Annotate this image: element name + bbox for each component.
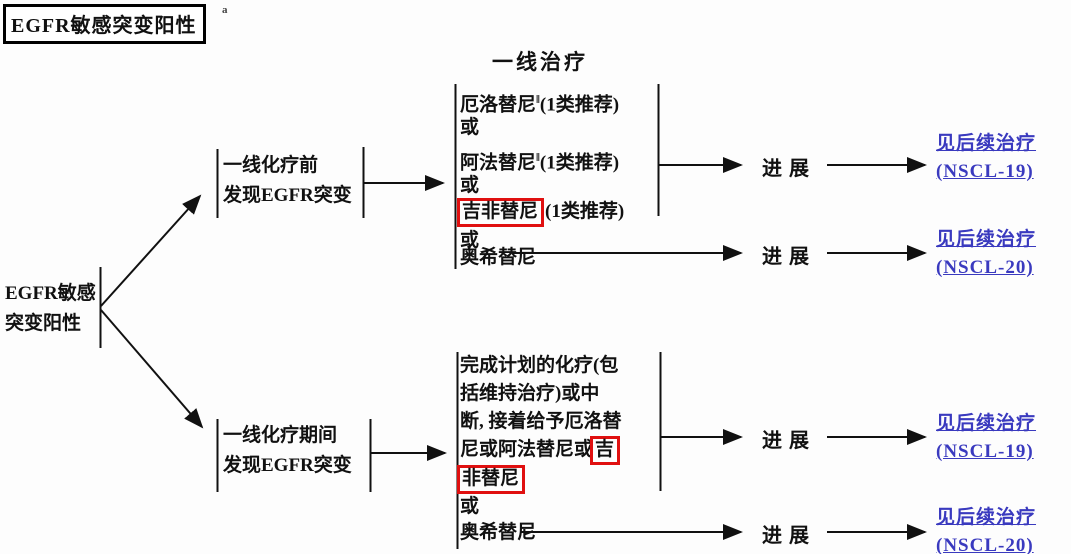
lower-branch-line2: 发现EGFR突变 [223,455,352,476]
lower-para-line4: 尼或阿法替尼或吉 [460,436,621,465]
gefitinib-highlight-box-part1: 吉 [590,436,621,465]
link-nscl-19-upper[interactable]: 见后续治疗 (NSCL-19) [936,130,1036,186]
option-erlotinib: 厄洛替尼‖(1类推荐) [460,87,619,117]
lower-para-line1: 完成计划的化疗(包 [460,355,619,376]
or-separator-3: 或 [460,230,480,251]
drug-erlotinib: 厄洛替尼 [460,94,537,116]
drug-gefitinib-char1: 吉 [595,439,615,460]
gefitinib-highlight-box: 吉非替尼 [457,198,545,227]
progression-label-2: 进展 [762,246,816,268]
lower-para-line4-text: 尼或阿法替尼或 [460,439,594,460]
link-page-ref[interactable]: (NSCL-19) [936,441,1034,462]
link-nscl-19-lower[interactable]: 见后续治疗 (NSCL-19) [936,410,1036,466]
link-page-ref[interactable]: (NSCL-20) [936,535,1034,554]
root-node-line2: 突变阳性 [5,313,82,334]
option-osimertinib-lower: 奥希替尼 [460,522,537,543]
progression-label-1: 进展 [762,158,816,180]
afatinib-category: (1类推荐) [539,152,620,174]
link-text[interactable]: 见后续治疗 [936,413,1037,434]
lower-branch-node: 一线化疗期间 发现EGFR突变 [223,421,352,481]
root-node-label: EGFR敏感 突变阳性 [5,279,96,339]
link-text[interactable]: 见后续治疗 [936,507,1037,528]
or-separator-4: 或 [460,496,480,517]
page-title: EGFR敏感突变阳性 [11,15,197,37]
link-nscl-20-lower[interactable]: 见后续治疗 (NSCL-20) [936,504,1036,554]
drug-afatinib: 阿法替尼 [460,152,537,174]
erlotinib-footnote: ‖ [536,92,540,106]
lower-para-line2: 括维持治疗)或中 [460,383,600,404]
drug-gefitinib: 吉非替尼 [462,201,539,222]
first-line-treatment-heading: 一线治疗 [492,50,588,74]
option-gefitinib: 吉非替尼 (1类推荐) [457,198,625,227]
title-footnote-marker: a [222,4,228,16]
afatinib-footnote: ‖ [536,150,540,164]
upper-branch-line1: 一线化疗前 [223,155,319,176]
or-separator-2: 或 [460,175,480,196]
progression-label-4: 进展 [762,525,816,547]
link-nscl-20-upper[interactable]: 见后续治疗 (NSCL-20) [936,226,1036,282]
erlotinib-category: (1类推荐) [539,94,620,116]
option-afatinib: 阿法替尼‖(1类推荐) [460,145,619,175]
or-separator-1: 或 [460,117,480,138]
link-page-ref[interactable]: (NSCL-19) [936,161,1034,182]
drug-gefitinib-chars2: 非替尼 [462,468,520,489]
lower-para-line3: 断, 接着给予厄洛替 [460,411,622,432]
page-title-box: EGFR敏感突变阳性 [3,4,206,44]
root-node-line1: EGFR敏感 [5,283,96,304]
option-osimertinib-upper: 奥希替尼 [460,247,537,268]
lower-para-line5: 非替尼 [457,465,526,494]
progression-label-3: 进展 [762,430,816,452]
link-text[interactable]: 见后续治疗 [936,229,1037,250]
link-page-ref[interactable]: (NSCL-20) [936,257,1034,278]
gefitinib-category: (1类推荐) [545,201,625,222]
lower-branch-line1: 一线化疗期间 [223,425,338,446]
gefitinib-highlight-box-part2: 非替尼 [457,465,526,494]
link-text[interactable]: 见后续治疗 [936,133,1037,154]
upper-branch-line2: 发现EGFR突变 [223,185,352,206]
upper-branch-node: 一线化疗前 发现EGFR突变 [223,151,352,211]
